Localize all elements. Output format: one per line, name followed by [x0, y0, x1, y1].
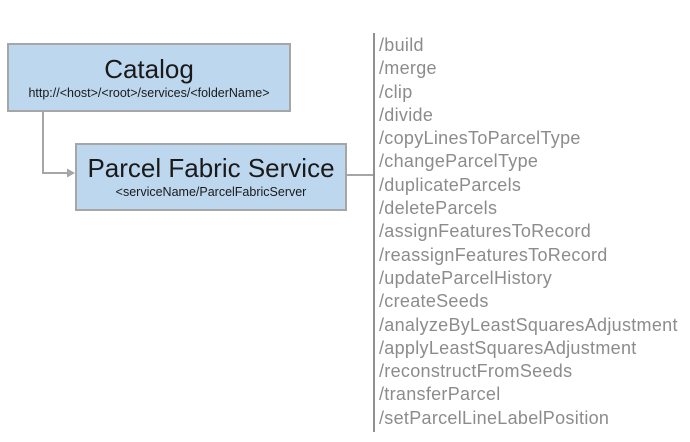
- endpoint-item: /assignFeaturesToRecord: [379, 221, 592, 242]
- endpoint-item: /reassignFeaturesToRecord: [379, 244, 608, 265]
- endpoint-item: /build: [379, 35, 424, 55]
- endpoint-list: /build /merge /clip /divide /copyLinesTo…: [379, 34, 689, 430]
- endpoint-item: /transferParcel: [379, 384, 501, 405]
- catalog-to-service-connector: [42, 112, 68, 174]
- catalog-node: Catalog http://<host>/<root>/services/<f…: [7, 43, 291, 112]
- endpoint-item: /createSeeds: [379, 291, 489, 312]
- service-title: Parcel Fabric Service: [87, 153, 335, 183]
- parcel-fabric-service-node: Parcel Fabric Service <serviceName/Parce…: [75, 143, 347, 211]
- service-path: <serviceName/ParcelFabricServer: [115, 185, 307, 199]
- endpoint-item: /analyzeByLeastSquaresAdjustment: [379, 314, 678, 335]
- endpoint-item: /applyLeastSquaresAdjustment: [379, 337, 637, 358]
- endpoint-item: /divide: [379, 104, 434, 125]
- endpoint-item: /merge: [379, 58, 437, 79]
- arrowhead-right-icon: [67, 168, 75, 178]
- endpoint-item: /reconstructFromSeeds: [379, 361, 573, 382]
- catalog-url: http://<host>/<root>/services/<folderNam…: [28, 85, 270, 100]
- endpoint-item: /clip: [379, 81, 413, 102]
- endpoint-item: /copyLinesToParcelType: [379, 128, 581, 149]
- endpoint-item: /changeParcelType: [379, 151, 539, 172]
- endpoint-item: /updateParcelHistory: [379, 267, 553, 288]
- catalog-title: Catalog: [104, 53, 194, 84]
- endpoint-item: /setParcelLineLabelPosition: [379, 407, 610, 428]
- endpoint-item: /duplicateParcels: [379, 174, 522, 195]
- endpoint-item: /deleteParcels: [379, 198, 498, 219]
